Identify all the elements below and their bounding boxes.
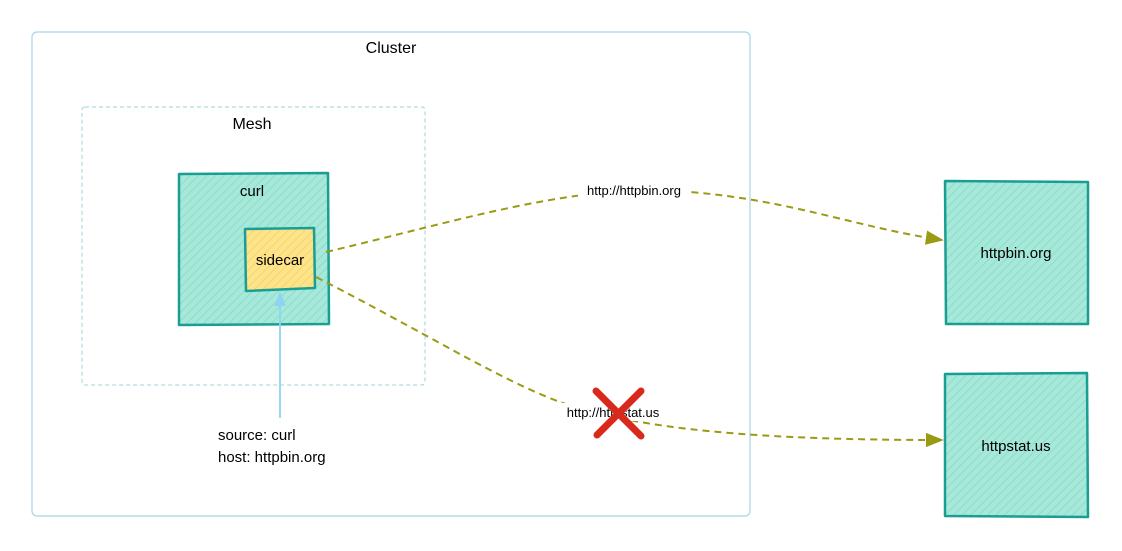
httpbin-box xyxy=(943,179,1090,326)
httpbin-node: httpbin.org xyxy=(943,179,1090,326)
cluster-label: Cluster xyxy=(366,40,417,57)
sidecar-box xyxy=(243,226,317,293)
httpstat-box xyxy=(943,371,1090,519)
allowed-edge-label: http://httpbin.org xyxy=(587,183,681,198)
httpstat-node: httpstat.us xyxy=(943,371,1090,519)
request-note: source: curl host: httpbin.org xyxy=(218,427,326,466)
cluster-boundary xyxy=(31,31,751,517)
allowed-edge-label-bg xyxy=(578,181,690,199)
blocked-x-icon xyxy=(592,387,645,440)
mesh-label: Mesh xyxy=(232,116,271,133)
curl-label: curl xyxy=(240,183,264,200)
request-source-text: source: curl xyxy=(218,427,296,444)
request-host-text: host: httpbin.org xyxy=(218,449,326,466)
mesh-boundary xyxy=(81,106,426,386)
sidecar-node: sidecar xyxy=(243,226,317,293)
allowed-edge xyxy=(325,189,944,253)
httpstat-label: httpstat.us xyxy=(981,438,1050,455)
sidecar-label: sidecar xyxy=(256,252,304,269)
httpbin-label: httpbin.org xyxy=(981,245,1052,262)
